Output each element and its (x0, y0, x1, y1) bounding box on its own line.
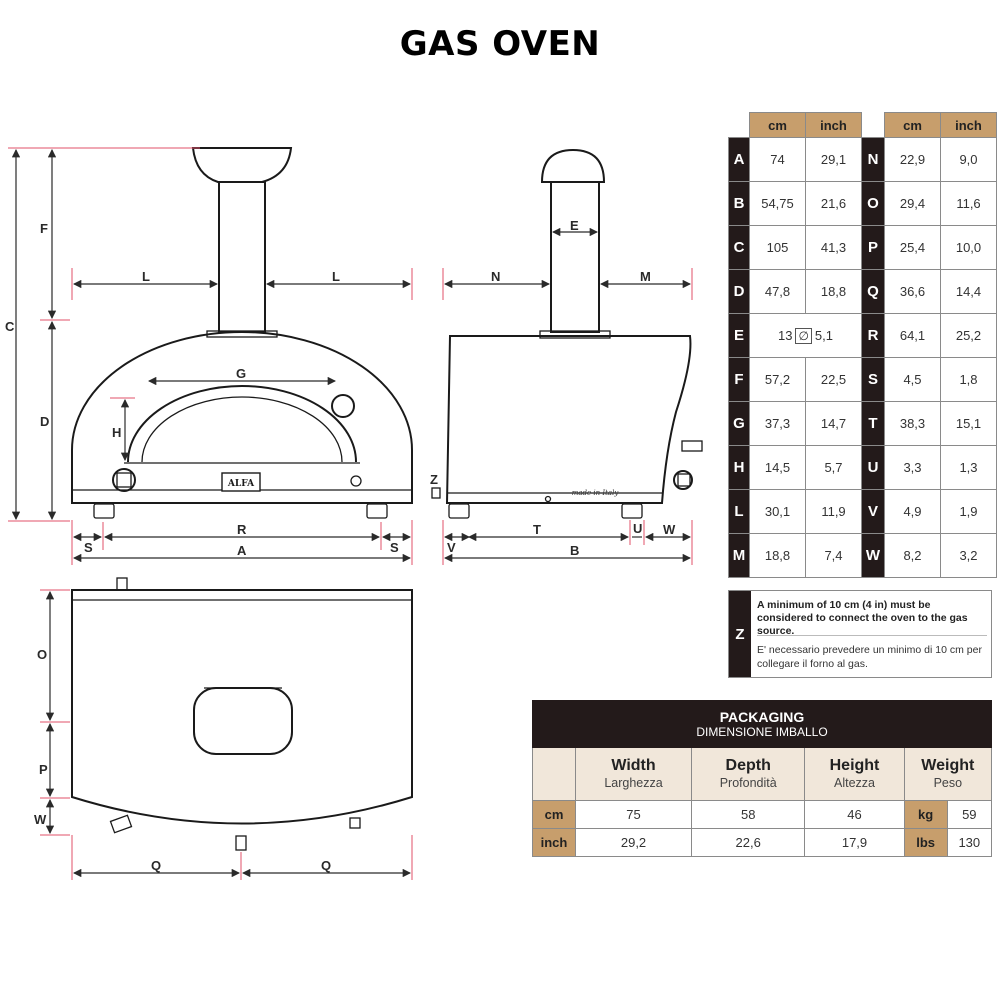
diameter-cell: 13∅5,1 (749, 313, 862, 358)
made-in-italy-text: made in Italy (572, 489, 620, 497)
note-letter: Z (729, 591, 751, 677)
dim-label-A: A (237, 543, 247, 558)
thermometer-icon (331, 394, 355, 418)
gas-knob-icon (673, 470, 693, 490)
table-row: L 30,1 11,9 V 4,9 1,9 (728, 489, 997, 534)
dim-label-O: O (37, 647, 47, 662)
col-width-label: Width (611, 757, 656, 774)
column-header-cm: cm (884, 112, 941, 138)
dim-label-S: S (390, 540, 399, 555)
chimney-pipe (550, 181, 600, 333)
top-view: O P W Q Q (34, 577, 413, 880)
dim-label-R: R (237, 522, 247, 537)
column-header-inch: inch (805, 112, 862, 138)
table-row: inch 29,2 22,6 17,9 lbs 130 (532, 828, 993, 857)
table-row: E 13∅5,1 R 64,1 25,2 (728, 313, 997, 358)
column-header-cm: cm (749, 112, 806, 138)
dim-label-Q: Q (151, 858, 161, 873)
packaging-title: PACKAGING (719, 708, 805, 725)
chimney-pipe (218, 181, 266, 333)
alfa-logo (221, 472, 261, 492)
table-header-row: cm inch cm inch (729, 112, 997, 138)
logo-text: ALFA (227, 479, 255, 489)
note-italian: E' necessario prevedere un minimo di 10 … (757, 644, 982, 670)
dimensions-table: cm inch cm inch A 74 29,1 N 22,9 9,0 B 5… (728, 112, 997, 578)
oven-top-outline (71, 589, 413, 825)
dim-label-G: G (236, 366, 246, 381)
dim-label-W: W (34, 812, 47, 827)
dim-label-Q: Q (321, 858, 331, 873)
col-weight-label: Weight (921, 757, 975, 774)
dim-label-V: V (447, 540, 456, 555)
oven-mouth (127, 385, 357, 463)
dim-label-C: C (5, 319, 15, 334)
gas-connector (681, 440, 703, 452)
table-row: C 105 41,3 P 25,4 10,0 (728, 225, 997, 270)
oven-side-body (445, 335, 692, 504)
foot (448, 503, 470, 519)
table-row: A 74 29,1 N 22,9 9,0 (728, 137, 997, 182)
packaging-subtitle: DIMENSIONE IMBALLO (696, 724, 828, 739)
front-view: ALFA F C D L L G H R (5, 147, 413, 565)
gas-knob-icon (112, 468, 136, 492)
dim-label-D: D (40, 414, 49, 429)
table-row: cm 75 58 46 kg 59 (532, 800, 993, 829)
foot (621, 503, 643, 519)
foot (93, 503, 115, 519)
note-english: A minimum of 10 cm (4 in) must be consid… (757, 599, 968, 637)
chimney-cap (191, 147, 293, 183)
dim-label-T: T (533, 522, 541, 537)
dim-label-Z: Z (430, 472, 438, 487)
table-row: H 14,5 5,7 U 3,3 1,3 (728, 445, 997, 490)
dim-label-W: W (663, 522, 676, 537)
packaging-header: PACKAGING DIMENSIONE IMBALLO (532, 700, 992, 748)
table-row: B 54,75 21,6 O 29,4 11,6 (728, 181, 997, 226)
table-row: D 47,8 18,8 Q 36,6 14,4 (728, 269, 997, 314)
dim-label-M: M (640, 269, 651, 284)
chimney-opening (193, 687, 293, 755)
dim-label-B: B (570, 543, 579, 558)
dim-label-L: L (142, 269, 150, 284)
dim-label-P: P (39, 762, 48, 777)
col-depth-label: Depth (725, 757, 771, 774)
dim-label-U: U (633, 521, 642, 536)
column-header-inch: inch (940, 112, 997, 138)
chimney-cap (540, 148, 606, 183)
gas-knob-icon (109, 814, 133, 834)
diameter-icon: ∅ (795, 327, 812, 344)
foot (366, 503, 388, 519)
page-title: GAS OVEN (399, 24, 601, 64)
col-height-label: Height (829, 757, 880, 774)
dim-label-N: N (491, 269, 500, 284)
dim-label-F: F (40, 221, 48, 236)
side-view: made in Italy E N M Z T U W V B (430, 148, 703, 565)
gas-connection-note: Z A minimum of 10 cm (4 in) must be cons… (728, 590, 992, 678)
note-divider (757, 635, 987, 636)
table-row: F 57,2 22,5 S 4,5 1,8 (728, 357, 997, 402)
dim-label-L: L (332, 269, 340, 284)
dim-label-E: E (570, 218, 579, 233)
oven-dome (71, 331, 413, 504)
table-row: G 37,3 14,7 T 38,3 15,1 (728, 401, 997, 446)
dim-label-H: H (112, 425, 121, 440)
chimney-flange (539, 330, 611, 339)
table-row: M 18,8 7,4 W 8,2 3,2 (728, 533, 997, 578)
dim-label-S: S (84, 540, 93, 555)
